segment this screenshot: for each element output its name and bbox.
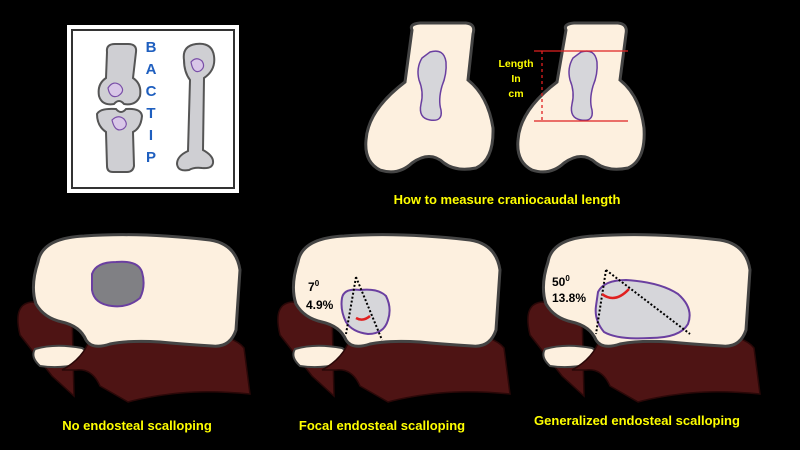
logo-letter-c: C xyxy=(146,83,157,100)
measure-label-cm: cm xyxy=(508,88,523,100)
panel-generalized-scalloping xyxy=(527,233,761,403)
measure-bone-right xyxy=(516,21,646,174)
angle-line-left xyxy=(595,269,607,335)
panel-percent-focal: 4.9% xyxy=(306,298,334,312)
lesion-shape xyxy=(91,260,145,308)
panel-percent-generalized: 13.8% xyxy=(552,291,586,305)
knee-bones-icon xyxy=(95,43,144,173)
panel-angle-focal: 70 xyxy=(308,279,320,294)
panel-caption-no-scalloping: No endosteal scalloping xyxy=(62,418,212,433)
lesion-shape xyxy=(417,50,447,122)
logo-letter-b: B xyxy=(146,39,157,56)
bactip-logo: B A C T I P xyxy=(65,23,241,195)
panel-focal-scalloping xyxy=(277,233,511,403)
logo-letter-t: T xyxy=(146,105,155,122)
humerus-bone-icon xyxy=(175,42,216,172)
lesion-shape xyxy=(568,50,598,122)
logo-letter-i: I xyxy=(149,127,153,144)
panel-no-scalloping xyxy=(17,233,251,403)
angle-line-left xyxy=(345,276,357,335)
logo-letter-p: P xyxy=(146,149,156,166)
angle-arc xyxy=(355,315,371,321)
measure-bone-left xyxy=(364,21,495,174)
lesion-shape xyxy=(594,278,691,340)
angle-line-right xyxy=(355,276,383,341)
panel-caption-focal-scalloping: Focal endosteal scalloping xyxy=(299,418,465,433)
angle-line-right xyxy=(605,269,691,335)
angle-arc xyxy=(601,288,630,300)
logo-letter-a: A xyxy=(146,61,157,78)
lesion-shape xyxy=(340,288,391,336)
measure-label-length: Length xyxy=(499,58,534,70)
panel-caption-generalized-scalloping: Generalized endosteal scalloping xyxy=(534,413,740,428)
panel-angle-generalized: 500 xyxy=(552,274,570,289)
measure-caption: How to measure craniocaudal length xyxy=(394,192,621,207)
measure-label-in: In xyxy=(511,73,520,85)
